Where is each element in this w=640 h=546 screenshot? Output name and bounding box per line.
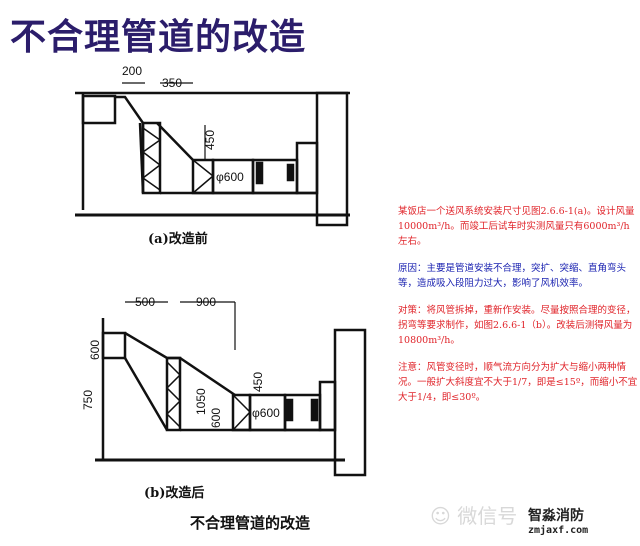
dim-450: 450	[251, 372, 265, 392]
dim-500: 500	[135, 295, 155, 309]
diagram-a-before	[75, 82, 350, 227]
dim-phi600: φ600	[252, 406, 280, 420]
note-caution: 注意：风管变径时，顺气流方向分为扩大与缩小两种情况。一般扩大斜度宜不大于1/7，…	[398, 362, 638, 403]
page-title: 不合理管道的改造	[10, 17, 307, 58]
notes-panel: 某饭店一个送风系统安装尺寸见图2.6.6-1(a)。设计风量10000m³/h。…	[398, 204, 638, 417]
dim-phi600: φ600	[216, 170, 244, 184]
dim-350: 350	[162, 76, 182, 90]
bottom-caption: 不合理管道的改造	[190, 514, 311, 532]
logo-name: 智淼消防	[528, 508, 584, 524]
dim-600-left: 600	[88, 340, 102, 360]
diagram-a-caption: (a)改造前	[148, 232, 208, 247]
dim-900: 900	[196, 295, 216, 309]
diagram-b-caption: (b)改造后	[144, 486, 205, 501]
wechat-icon: ☺	[430, 504, 451, 528]
note-situation: 某饭店一个送风系统安装尺寸见图2.6.6-1(a)。设计风量10000m³/h。…	[398, 206, 635, 247]
dim-600-mid: 600	[209, 408, 223, 428]
dim-750: 750	[81, 390, 95, 410]
note-cause: 原因：主要是管道安装不合理，突扩、突缩、直角弯头等，造成吸入段阻力过大，影响了风…	[398, 263, 627, 289]
logo-domain: zmjaxf.com	[528, 525, 589, 536]
dim-450: 450	[203, 130, 217, 150]
brand-logo: 智淼消防 zmjaxf.com	[528, 505, 588, 536]
dim-200: 200	[122, 64, 142, 78]
wechat-watermark: ☺ 微信号	[430, 500, 517, 529]
dim-1050: 1050	[194, 388, 208, 415]
watermark-text: 微信号	[457, 504, 518, 528]
note-solution: 对策：将风管拆掉，重新作安装。尽量按照合理的变径，拐弯等要求制作，如图2.6.6…	[398, 305, 636, 346]
diagram-b-after	[95, 301, 367, 477]
